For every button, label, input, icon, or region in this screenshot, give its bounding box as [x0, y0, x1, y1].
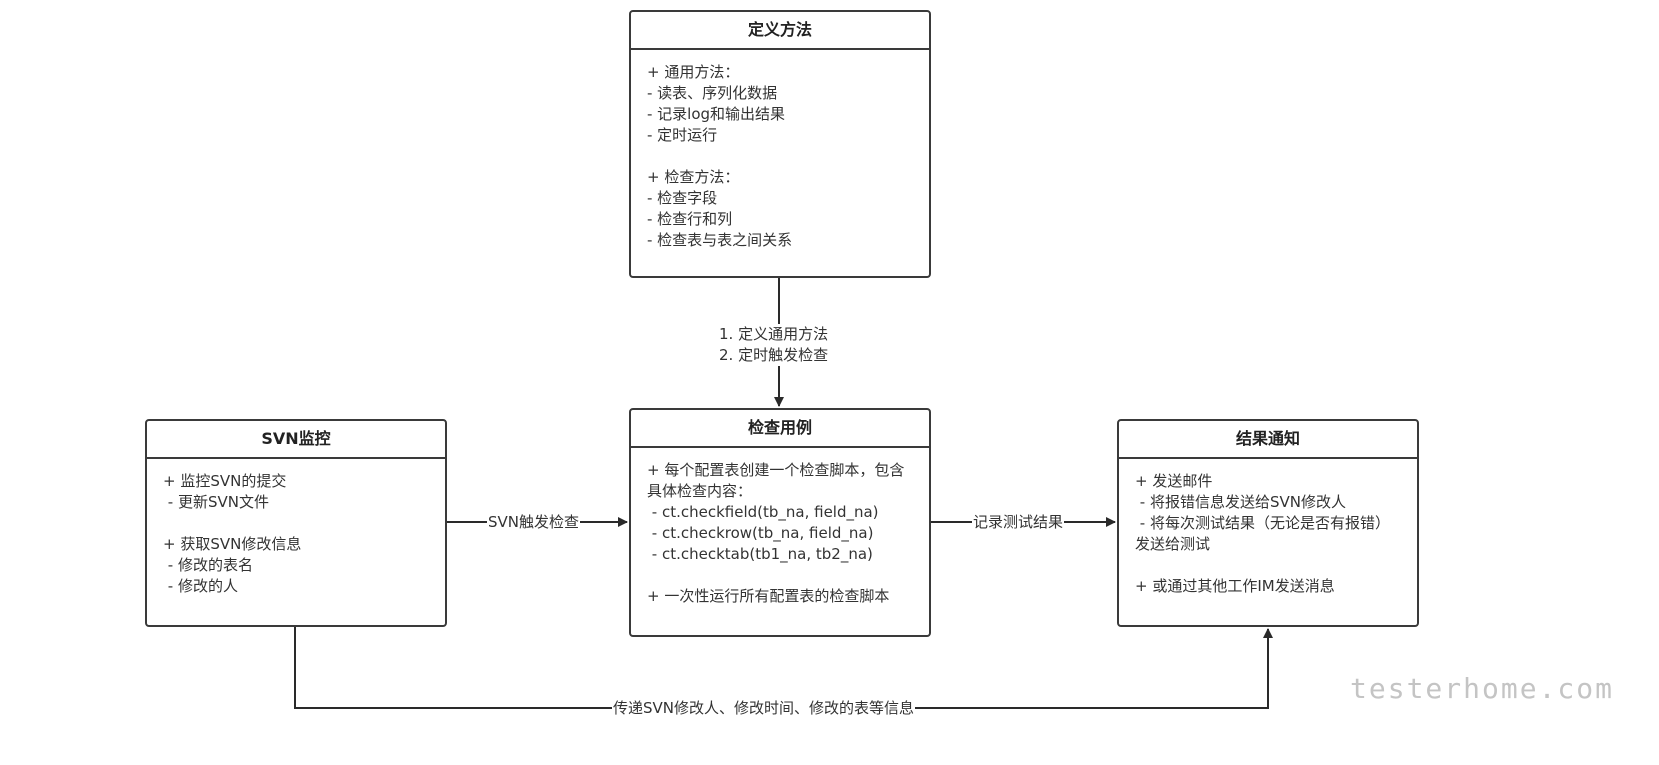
define-line-7: - 检查字段 [647, 189, 718, 207]
result-notify-body: + 发送邮件 - 将报错信息发送给SVN修改人 - 将每次测试结果（无论是否有报… [1119, 459, 1417, 597]
define-line-4: - 定时运行 [647, 126, 718, 144]
define-spacer [647, 146, 913, 167]
result-spacer [1135, 555, 1401, 576]
result-line-5: + 或通过其他工作IM发送消息 [1135, 577, 1335, 595]
svn-monitor-body: + 监控SVN的提交 - 更新SVN文件 + 获取SVN修改信息 - 修改的表名… [147, 459, 445, 597]
define-method-box: 定义方法 + 通用方法： - 读表、序列化数据 - 记录log和输出结果 - 定… [629, 10, 931, 278]
check-line-4: - ct.checktab(tb1_na, tb2_na) [647, 545, 873, 563]
check-line-6: + 一次性运行所有配置表的检查脚本 [647, 587, 890, 605]
check-case-body: + 每个配置表创建一个检查脚本，包含具体检查内容： - ct.checkfiel… [631, 448, 929, 607]
define-line-9: - 检查表与表之间关系 [647, 231, 793, 249]
result-line-1: + 发送邮件 [1135, 472, 1213, 490]
svn-monitor-title: SVN监控 [147, 421, 445, 459]
define-line-6: + 检查方法： [647, 168, 740, 186]
check-line-2: - ct.checkfield(tb_na, field_na) [647, 503, 879, 521]
svn-line-4: + 获取SVN修改信息 [163, 535, 302, 553]
define-method-body: + 通用方法： - 读表、序列化数据 - 记录log和输出结果 - 定时运行 +… [631, 50, 929, 251]
arrow-svn-to-result [294, 627, 1273, 709]
check-line-3: - ct.checkrow(tb_na, field_na) [647, 524, 874, 542]
edge-label-svn-result: 传递SVN修改人、修改时间、修改的表等信息 [612, 698, 916, 719]
edge-label-svn-check: SVN触发检查 [487, 512, 581, 533]
svn-line-1: + 监控SVN的提交 [163, 472, 287, 490]
result-line-2: - 将报错信息发送给SVN修改人 [1135, 493, 1346, 511]
define-line-1: + 通用方法： [647, 63, 740, 81]
svn-monitor-box: SVN监控 + 监控SVN的提交 - 更新SVN文件 + 获取SVN修改信息 -… [145, 419, 447, 627]
svn-line-6: - 修改的人 [163, 577, 238, 595]
svn-spacer [163, 513, 429, 534]
define-line-8: - 检查行和列 [647, 210, 733, 228]
define-method-title: 定义方法 [631, 12, 929, 50]
result-notify-title: 结果通知 [1119, 421, 1417, 459]
define-line-3: - 记录log和输出结果 [647, 105, 786, 123]
check-spacer [647, 565, 913, 586]
check-case-title: 检查用例 [631, 410, 929, 448]
edge-label-define-check-2: 2. 定时触发检查 [718, 345, 830, 366]
define-line-2: - 读表、序列化数据 [647, 84, 778, 102]
edge-label-check-result: 记录测试结果 [972, 512, 1065, 533]
svn-line-5: - 修改的表名 [163, 556, 253, 574]
result-notify-box: 结果通知 + 发送邮件 - 将报错信息发送给SVN修改人 - 将每次测试结果（无… [1117, 419, 1419, 627]
result-line-3: - 将每次测试结果（无论是否有报错）发送给测试 [1135, 514, 1390, 553]
check-line-1: + 每个配置表创建一个检查脚本，包含具体检查内容： [647, 461, 905, 500]
svn-line-2: - 更新SVN文件 [163, 493, 269, 511]
edge-label-define-check-1: 1. 定义通用方法 [718, 324, 830, 345]
watermark: testerhome.com [1350, 672, 1615, 705]
check-case-box: 检查用例 + 每个配置表创建一个检查脚本，包含具体检查内容： - ct.chec… [629, 408, 931, 637]
